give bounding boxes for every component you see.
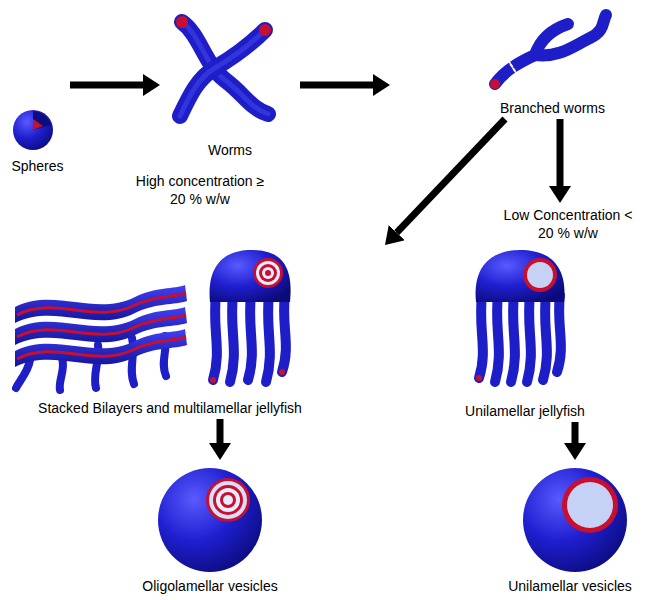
morphology-node: Stacked Bilayers and multilamellar jelly… <box>10 245 400 419</box>
condition-label: High concentration ≥ 20 % w/w <box>132 172 268 208</box>
stacked-bilayers <box>15 285 187 390</box>
branched-worms <box>490 15 606 89</box>
transition-arrow <box>300 82 373 89</box>
transition-arrow <box>70 82 143 89</box>
node-label-box: Unilamellar vesicles <box>500 578 640 595</box>
morphology-node: Unilamellar vesicles <box>500 460 640 597</box>
worm-micelles <box>176 16 271 116</box>
node-label-box: Unilamellar jellyfish <box>450 403 600 420</box>
morphology-node: Branched worms <box>390 5 615 119</box>
unilamellar-vesicle <box>523 468 627 572</box>
transition-arrow <box>572 422 579 443</box>
node-label-box: Oligolamellar vesicles <box>130 578 290 595</box>
unilamellar-jellyfish <box>476 250 565 382</box>
transition-arrow <box>397 119 505 233</box>
condition-label: Low Concentration < 20 % w/w <box>500 206 636 242</box>
multilamellar-jellyfish <box>210 250 291 383</box>
transition-arrow <box>217 419 224 443</box>
morphology-label: Unilamellar vesicles <box>500 578 640 595</box>
morphology-node: Spheres <box>5 70 70 177</box>
sphere-micelle <box>13 110 53 150</box>
morphology-node: Oligolamellar vesicles <box>130 460 290 597</box>
oligolamellar-vesicle <box>158 468 262 572</box>
morphology-label: Unilamellar jellyfish <box>450 403 600 420</box>
morphology-label: Stacked Bilayers and multilamellar jelly… <box>10 400 330 417</box>
morphology-label: Worms <box>160 142 300 159</box>
morphology-label: Oligolamellar vesicles <box>130 578 290 595</box>
morphology-node: Worms <box>160 10 300 161</box>
transition-arrow <box>557 119 564 186</box>
morphology-label: Spheres <box>5 158 70 175</box>
node-label-box: Branched worms <box>490 100 615 117</box>
node-label-box: Spheres <box>5 158 70 175</box>
node-label-box: Stacked Bilayers and multilamellar jelly… <box>10 400 330 417</box>
morphology-label: Branched worms <box>490 100 615 117</box>
node-label-box: Worms <box>160 142 300 159</box>
